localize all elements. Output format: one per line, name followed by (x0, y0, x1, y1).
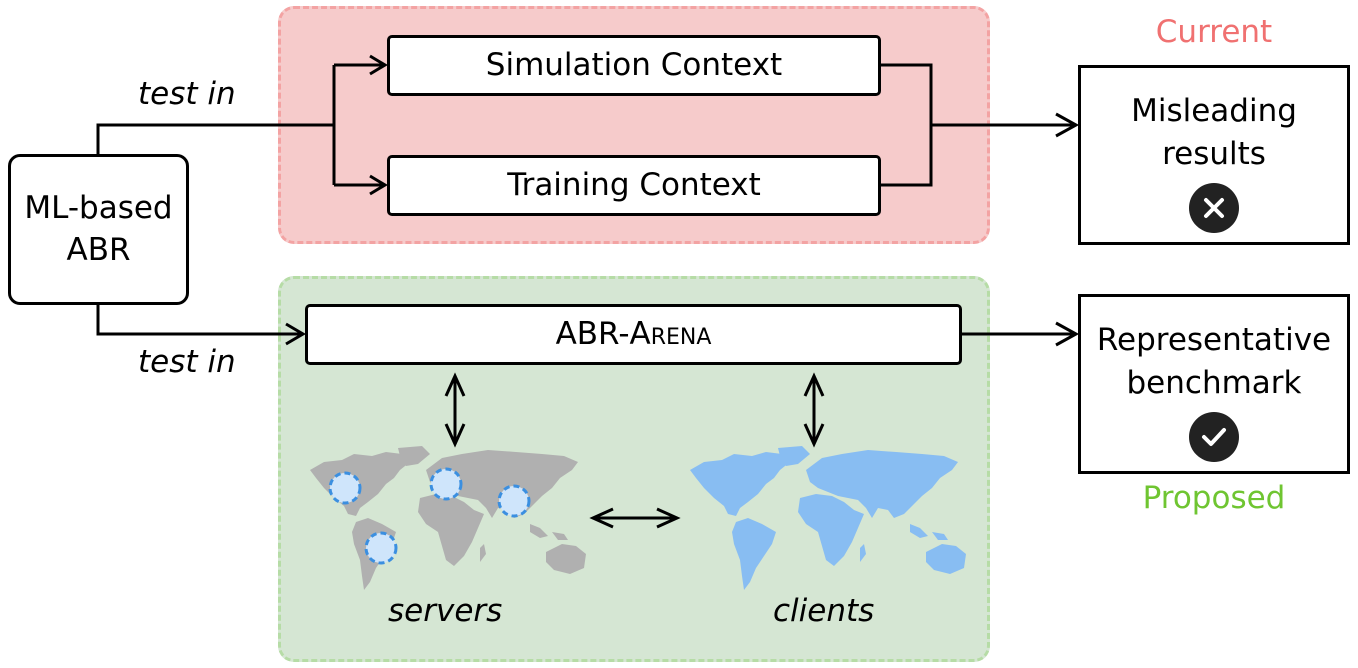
continent-shape (860, 544, 866, 562)
continent-shape (778, 446, 810, 466)
continent-shape (530, 524, 548, 538)
edge-abr-to-arena (96, 305, 303, 336)
edge-merge (881, 63, 933, 187)
misleading-line2: results (1162, 135, 1266, 172)
ml-abr-line2: ABR (66, 231, 131, 268)
continent-shape (426, 450, 578, 518)
servers-world-map (310, 446, 586, 590)
representative-line2: benchmark (1126, 364, 1302, 401)
x-circle-icon (1189, 182, 1239, 233)
simulation-context-node: Simulation Context (387, 35, 881, 96)
check-circle-icon (1189, 411, 1239, 462)
abr-arena-prefix: ABR- (555, 315, 630, 352)
arrowhead-training (369, 174, 388, 196)
continent-shape (732, 518, 776, 590)
representative-line1: Representative (1096, 322, 1332, 358)
arrow-servers-clients (589, 507, 681, 529)
server-marker-asia (497, 484, 531, 518)
arrowhead-representative (1055, 321, 1080, 347)
continent-shape (480, 544, 486, 562)
training-context-label: Training Context (507, 166, 761, 203)
continent-shape (398, 446, 430, 466)
continent-shape (806, 450, 958, 518)
simulation-context-label: Simulation Context (485, 46, 783, 83)
edge-label-test-in-top: test in (138, 76, 236, 112)
clients-label: clients (773, 593, 875, 629)
proposed-header: Proposed (1142, 480, 1286, 516)
server-marker-south-america (364, 531, 398, 565)
training-context-node: Training Context (387, 155, 881, 216)
arrowhead-simulation (369, 54, 388, 76)
server-location-markers (328, 467, 531, 565)
representative-benchmark-node: Representative benchmark (1078, 294, 1350, 474)
server-marker-europe (429, 467, 463, 501)
continent-shape (546, 544, 586, 574)
edge-abr-to-current (96, 123, 334, 154)
edge-label-test-in-bottom: test in (138, 344, 236, 380)
ml-based-abr-node: ML-based ABR (8, 154, 189, 305)
continent-shape (690, 452, 790, 516)
continent-shape (798, 494, 864, 566)
ml-abr-line1: ML-based (24, 189, 173, 226)
server-marker-north-america (328, 471, 362, 505)
continent-shape (418, 494, 484, 566)
arrow-arena-servers (444, 372, 466, 448)
servers-label: servers (388, 593, 503, 629)
current-header: Current (1155, 14, 1273, 50)
continent-shape (932, 532, 948, 540)
continent-shape (552, 532, 568, 540)
abr-arena-node: ABR-Arena (305, 304, 962, 365)
abr-arena-name: Arena (629, 315, 712, 352)
continent-shape (310, 452, 410, 516)
arrowhead-arena (285, 322, 306, 346)
continent-shape (926, 544, 966, 574)
continent-shape (910, 524, 928, 538)
misleading-results-node: Misleading results (1078, 65, 1350, 245)
arrow-arena-clients (803, 372, 825, 448)
misleading-line1: Misleading (1131, 93, 1297, 129)
clients-world-map (690, 446, 966, 590)
arrowhead-misleading (1055, 112, 1080, 138)
